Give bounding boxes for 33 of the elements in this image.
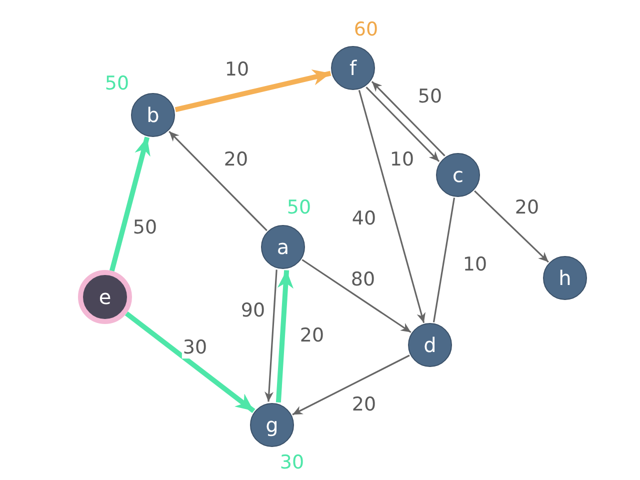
arrow (371, 81, 446, 156)
arrow (276, 270, 294, 402)
graph-node (131, 93, 175, 137)
node-value: 30 (280, 452, 304, 474)
node-label: a (276, 237, 290, 257)
node-value: 50 (104, 74, 130, 94)
node-label: d (424, 335, 436, 355)
arrow (264, 270, 278, 402)
node-value: 60 (354, 20, 378, 40)
arrow (474, 190, 549, 263)
graph-node (261, 225, 305, 269)
arrow (358, 90, 426, 324)
arrow (174, 70, 332, 112)
edge-label: 30 (182, 338, 208, 358)
node-value: 50 (286, 198, 312, 218)
arrow (168, 130, 268, 232)
graph-node (436, 153, 480, 197)
node-label: f (349, 58, 357, 78)
graph-node (331, 46, 375, 90)
arrow (302, 259, 412, 333)
node-label: g (266, 415, 278, 435)
arrow (124, 311, 256, 413)
graph-node (408, 323, 452, 367)
graph-node (78, 270, 132, 324)
graph-node (543, 256, 587, 300)
node-label: c (452, 165, 464, 185)
node-label: b (146, 105, 160, 125)
node-label: h (558, 268, 572, 288)
node-label: e (98, 287, 112, 307)
arrow (292, 354, 410, 416)
graph-node (250, 403, 294, 447)
arrow (366, 86, 440, 162)
arrow (109, 136, 150, 272)
